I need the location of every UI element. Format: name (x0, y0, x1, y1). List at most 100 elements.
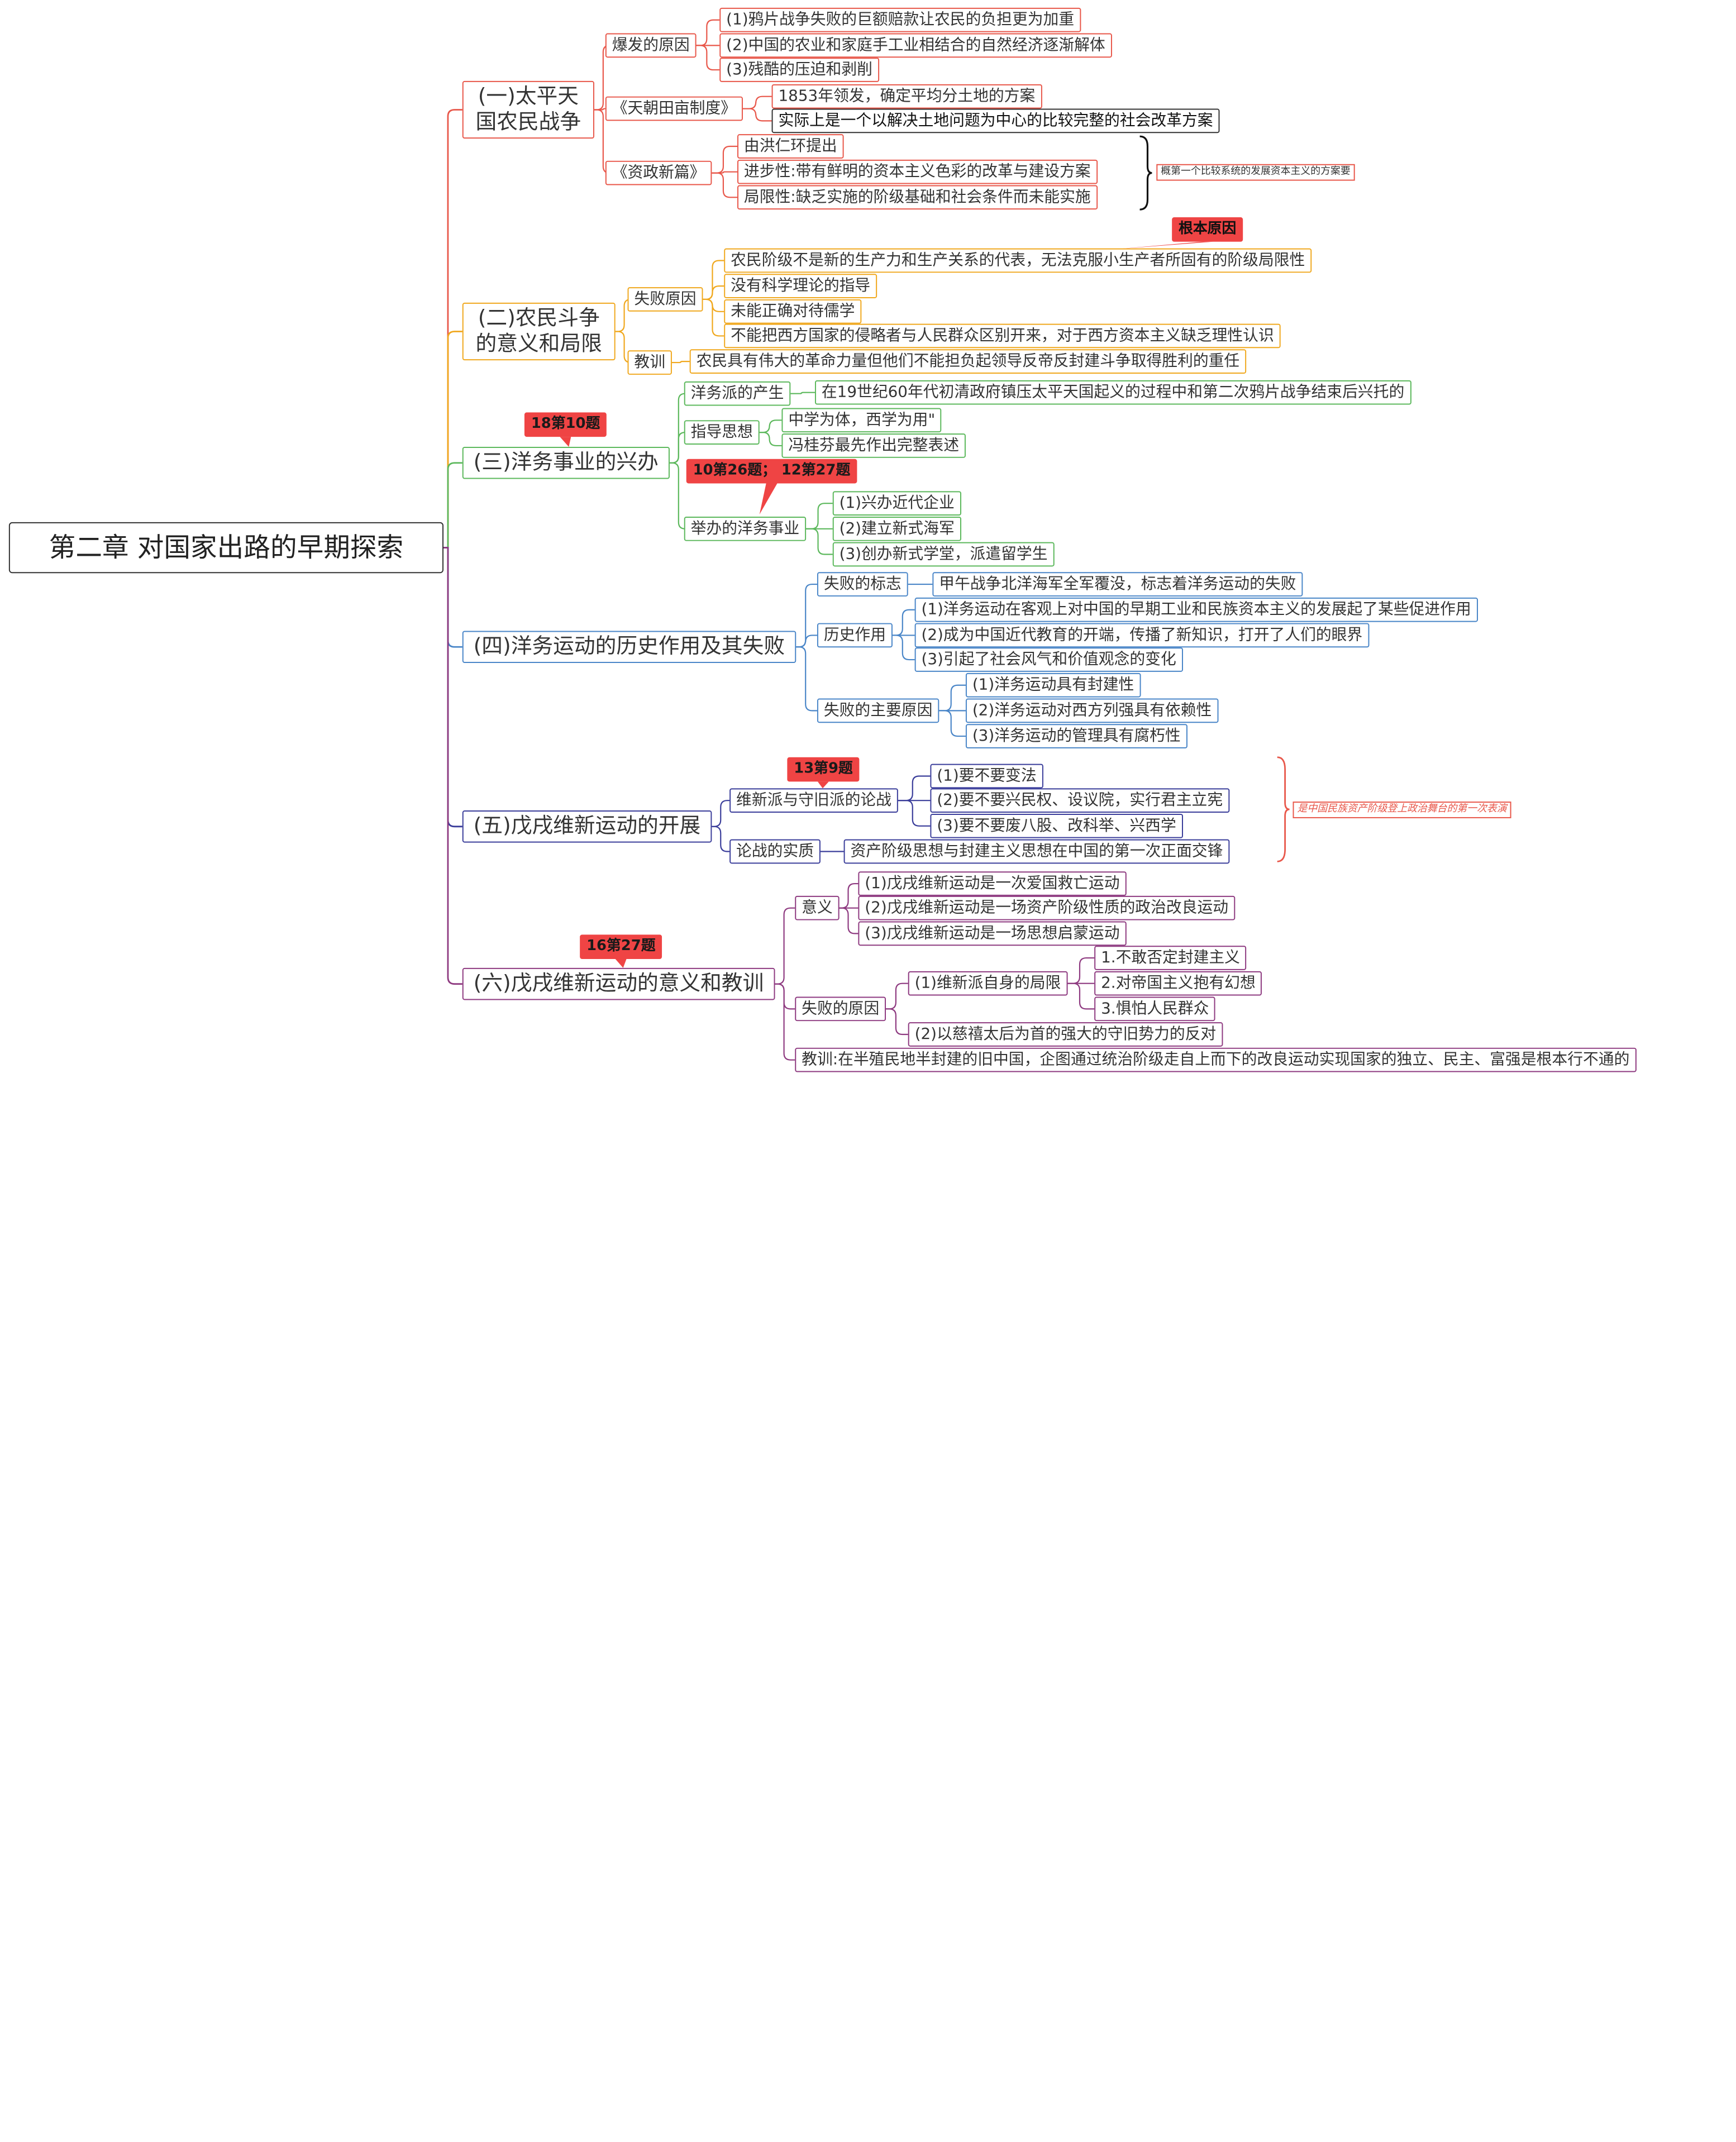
connector-line (712, 826, 730, 852)
section-3-title[interactable]: (三)洋务事业的兴办 (462, 446, 670, 479)
s2-lesson-label[interactable]: 教训 (627, 350, 672, 375)
s2-fail-1[interactable]: 农民阶级不是新的生产力和生产关系的代表，无法克服小生产者所固有的阶级局限性 (724, 248, 1312, 273)
s4-reason-3[interactable]: (3)洋务运动的管理具有腐朽性 (965, 724, 1187, 748)
s4-reason-label[interactable]: 失败的主要原因 (817, 698, 939, 723)
connector-line (712, 145, 738, 174)
s3-works-tag-pointer (759, 483, 778, 515)
s3-work-2[interactable]: (2)建立新式海军 (832, 517, 961, 541)
s3-works-label[interactable]: 举办的洋务事业 (684, 517, 807, 541)
s1-cause-label[interactable]: 爆发的原因 (605, 33, 697, 58)
section-6-title[interactable]: (六)戊戌维新运动的意义和教训 (462, 967, 775, 1000)
s3-guide-2[interactable]: 冯桂芬最先作出完整表述 (781, 433, 966, 458)
s3-origin[interactable]: 在19世纪60年代初清政府镇压太平天国起义的过程中和第二次鸦片战争结束后兴托的 (814, 380, 1411, 405)
s4-role-label[interactable]: 历史作用 (817, 623, 893, 648)
s5-debate-tag[interactable]: 13第9题 (787, 757, 860, 782)
s6-limit-1[interactable]: 1.不敢否定封建主义 (1094, 946, 1247, 970)
s4-sign-label[interactable]: 失败的标志 (817, 572, 908, 597)
s6-meaning-3[interactable]: (3)戊戌维新运动是一场思想启蒙运动 (858, 921, 1127, 946)
connector-line (703, 285, 724, 300)
s5-note[interactable]: 是中国民族资产阶级登上政治舞台的第一次表演 (1293, 802, 1511, 818)
s1-cause-3[interactable]: (3)残酷的压迫和剥削 (719, 58, 879, 82)
s2-fail-3[interactable]: 未能正确对待儒学 (724, 299, 862, 324)
s4-role-2[interactable]: (2)成为中国近代教育的开端，传播了新知识，打开了人们的眼界 (914, 623, 1370, 648)
s5-brace-icon (1277, 756, 1290, 862)
s3-work-3[interactable]: (3)创办新式学堂，派遣留学生 (832, 542, 1055, 567)
s1-cause-2[interactable]: (2)中国的农业和家庭手工业相结合的自然经济逐渐解体 (719, 33, 1112, 58)
s1-tianchao-2[interactable]: 实际上是一个以解决土地问题为中心的比较完整的社会改革方案 (771, 108, 1220, 133)
section-1-title[interactable]: (一)太平天国农民战争 (462, 80, 594, 139)
s1-brace-icon (1139, 135, 1152, 211)
s6-lesson[interactable]: 教训:在半殖民地半封建的旧中国，企图通过统治阶级走自上而下的改良运动实现国家的独… (795, 1047, 1637, 1072)
connector-line (671, 361, 690, 364)
s5-debate-label[interactable]: 维新派与守旧派的论战 (729, 788, 898, 813)
connector-line (696, 19, 720, 46)
s3-work-1[interactable]: (1)兴办近代企业 (832, 491, 961, 516)
s6-oppose[interactable]: (2)以慈禧太后为首的强大的守旧势力的反对 (908, 1022, 1223, 1047)
s1-cause-1[interactable]: (1)鸦片战争失败的巨额赔款让农民的负担更为加重 (719, 7, 1081, 32)
s3-origin-label[interactable]: 洋务派的产生 (684, 381, 791, 406)
section-connector (443, 547, 462, 648)
s3-guide-1[interactable]: 中学为体，西学为用" (781, 408, 942, 433)
s2-fail-label[interactable]: 失败原因 (627, 287, 703, 312)
s1-tianchao-label[interactable]: 《天朝田亩制度》 (605, 96, 743, 121)
s1-zizheng-note[interactable]: 概第一个比较系统的发展资本主义的方案要 (1156, 164, 1355, 181)
section-4-title[interactable]: (四)洋务运动的历史作用及其失败 (462, 631, 796, 664)
s1-zizheng-1[interactable]: 由洪仁环提出 (737, 134, 844, 159)
s4-role-1[interactable]: (1)洋务运动在客观上对中国的早期工业和民族资本主义的发展起了某些促进作用 (914, 597, 1478, 622)
s5-debate-3[interactable]: (3)要不要废八股、改科举、兴西学 (930, 813, 1183, 838)
s5-debate-2[interactable]: (2)要不要兴民权、设议院，实行君主立宪 (930, 788, 1230, 813)
s1-zizheng-label[interactable]: 《资政新篇》 (605, 160, 712, 185)
connector-line (742, 96, 772, 109)
s3-tag[interactable]: 18第10题 (524, 412, 607, 437)
connector-line (806, 503, 833, 529)
section-2-title[interactable]: (二)农民斗争的意义和局限 (462, 302, 616, 361)
s1-zizheng-3[interactable]: 局限性:缺乏实施的阶级基础和社会条件而未能实施 (737, 185, 1098, 210)
connector-line (712, 800, 730, 827)
connector-line (939, 710, 966, 737)
s5-tag-pointer (817, 781, 829, 789)
s5-essence[interactable]: 资产阶级思想与封建主义思想在中国的第一次正面交锋 (843, 839, 1230, 864)
connector-line (1067, 957, 1095, 984)
s3-works-tag[interactable]: 10第26题； 12第27题 (686, 459, 857, 484)
s2-lesson[interactable]: 农民具有伟大的革命力量但他们不能担负起领导反帝反封建斗争取得胜利的重任 (689, 349, 1247, 374)
s2-fail-4[interactable]: 不能把西方国家的侵略者与人民群众区别开来，对于西方资本主义缺乏理性认识 (724, 323, 1281, 349)
connector-line (898, 775, 931, 802)
s6-meaning-label[interactable]: 意义 (795, 895, 840, 920)
s4-reason-1[interactable]: (1)洋务运动具有封建性 (965, 672, 1141, 698)
connector-line (796, 646, 817, 712)
connector-line (892, 609, 915, 636)
section-connector (443, 109, 462, 548)
connector-line (712, 171, 738, 174)
s5-essence-label[interactable]: 论战的实质 (729, 839, 821, 864)
connector-line (886, 982, 908, 1010)
s6-tag[interactable]: 16第27题 (580, 934, 662, 960)
root-topic[interactable]: 第二章 对国家出路的早期探索 (8, 522, 443, 574)
s6-meaning-2[interactable]: (2)戊戌维新运动是一场资产阶级性质的政治改良运动 (858, 895, 1235, 920)
s6-fail-label[interactable]: 失败的原因 (795, 996, 886, 1022)
s5-debate-1[interactable]: (1)要不要变法 (930, 764, 1043, 789)
s1-tianchao-1[interactable]: 1853年领发，确定平均分土地的方案 (771, 84, 1042, 109)
s1-zizheng-2[interactable]: 进步性:带有鲜明的资本主义色彩的改革与建设方案 (737, 159, 1098, 184)
s4-sign[interactable]: 甲午战争北洋海军全军覆没，标志着洋务运动的失败 (932, 572, 1303, 597)
connector-line (892, 635, 915, 661)
s2-fail-2[interactable]: 没有科学理论的指导 (724, 274, 877, 298)
connector-line (839, 907, 859, 934)
s4-reason-2[interactable]: (2)洋务运动对西方列强具有依赖性 (965, 698, 1219, 723)
connector-lines (443, 19, 1213, 1061)
connector-line (886, 1008, 908, 1036)
section-connector (443, 547, 462, 828)
s2-root-cause-tag[interactable]: 根本原因 (1172, 217, 1243, 242)
s6-limit-2[interactable]: 2.对帝国主义抱有幻想 (1094, 971, 1262, 996)
section-connector (443, 462, 462, 548)
connector-line (669, 462, 685, 529)
s6-limit-3[interactable]: 3.惧怕人民群众 (1094, 996, 1216, 1022)
s6-meaning-1[interactable]: (1)戊戌维新运动是一次爱国救亡运动 (858, 871, 1127, 896)
s3-guide-label[interactable]: 指导思想 (684, 420, 760, 445)
s4-role-3[interactable]: (3)引起了社会风气和价值观念的变化 (914, 647, 1183, 672)
connector-line (703, 260, 724, 300)
connector-line (790, 392, 815, 394)
s6-limit-label[interactable]: (1)维新派自身的局限 (908, 971, 1068, 996)
section-5-title[interactable]: (五)戊戌维新运动的开展 (462, 810, 712, 843)
connector-line (839, 882, 859, 909)
s3-tag-pointer (560, 437, 571, 447)
